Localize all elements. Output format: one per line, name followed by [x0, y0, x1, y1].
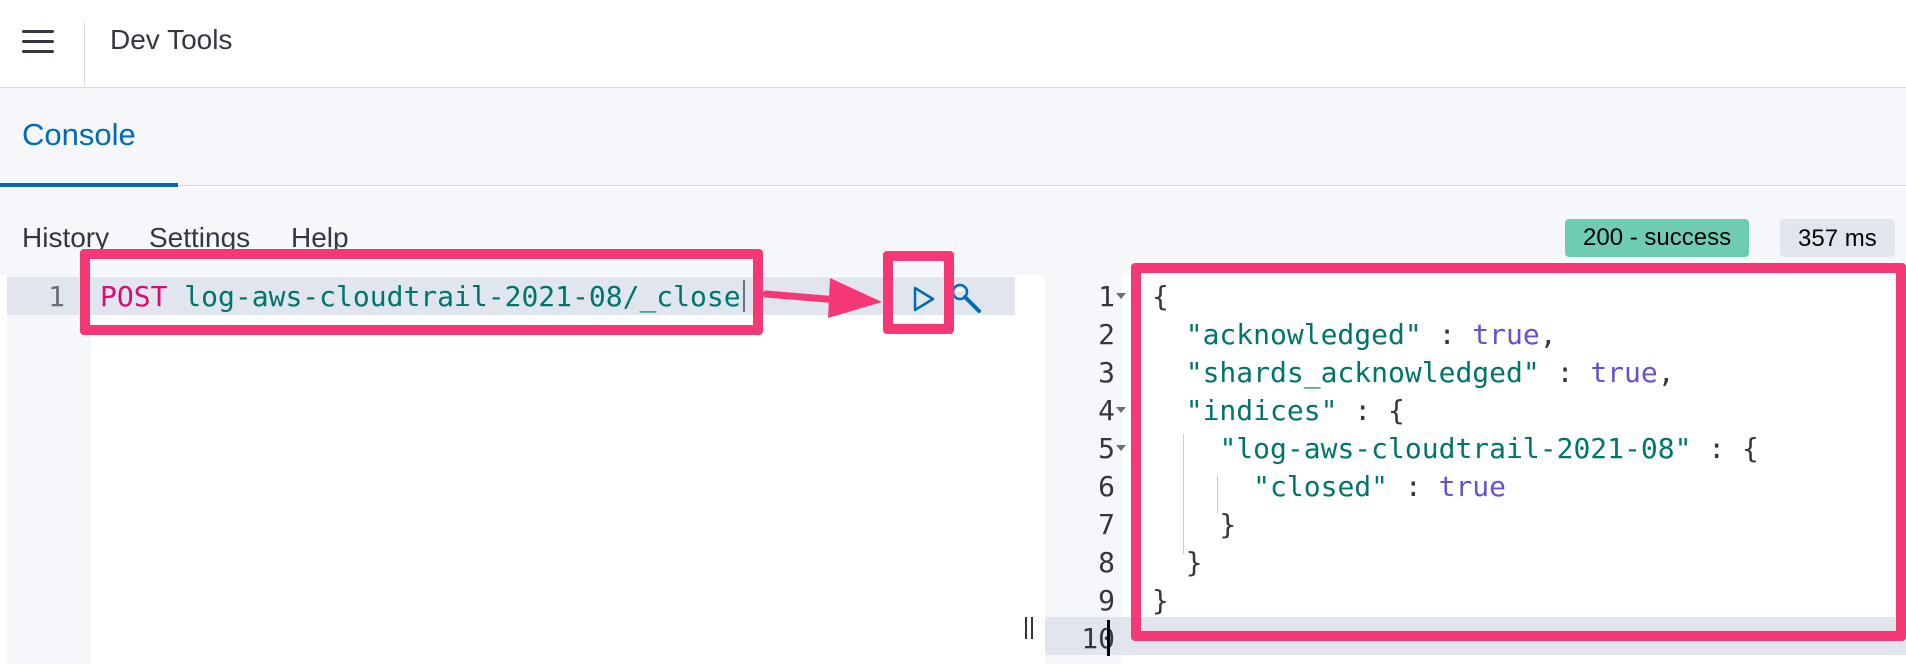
json-post: ,	[1539, 318, 1557, 351]
json-key: "indices"	[1185, 394, 1338, 427]
response-line: 5 "log-aws-cloudtrail-2021-08" : {	[1045, 429, 1906, 467]
response-line: 8 }	[1045, 543, 1906, 581]
console-toolbar: History Settings Help 200 - success 357 …	[0, 187, 1906, 275]
request-method: POST	[100, 280, 168, 313]
output-line-number: 10	[1081, 622, 1115, 655]
output-line-number: 3	[1098, 356, 1115, 389]
output-line-number: 8	[1098, 546, 1115, 579]
editor-gutter	[7, 275, 91, 664]
json-pre	[1152, 356, 1186, 389]
response-line: 2 "acknowledged" : true,	[1045, 315, 1906, 353]
settings-link[interactable]: Settings	[149, 222, 251, 253]
output-line-number: 1	[1098, 280, 1115, 313]
resize-handle-icon	[1023, 617, 1035, 639]
response-line: 4 "indices" : {	[1045, 391, 1906, 429]
json-key: "log-aws-cloudtrail-2021-08"	[1219, 432, 1692, 465]
output-line-number: 7	[1098, 508, 1115, 541]
play-icon[interactable]	[905, 282, 941, 316]
json-post: ,	[1657, 356, 1675, 389]
json-pre	[1152, 470, 1253, 503]
json-val: true	[1438, 470, 1507, 503]
json-mid: : {	[1337, 394, 1405, 427]
json-key: "closed"	[1253, 470, 1389, 503]
response-line-text: }	[1152, 508, 1236, 541]
tab-bar: Console	[0, 89, 1906, 187]
response-line-text: }	[1152, 584, 1169, 617]
request-editor[interactable]: 1 POST log-aws-cloudtrail-2021-08/_close	[0, 275, 1015, 664]
hamburger-menu-icon[interactable]	[16, 22, 60, 62]
header-divider	[84, 22, 85, 86]
json-key: "shards_acknowledged"	[1185, 356, 1540, 389]
json-pre: {	[1152, 280, 1169, 313]
help-link[interactable]: Help	[291, 222, 349, 253]
json-pre: }	[1152, 584, 1169, 617]
wrench-icon[interactable]	[948, 281, 984, 317]
output-gutter	[1045, 275, 1122, 664]
response-line-text: {	[1152, 280, 1169, 313]
response-line: 9}	[1045, 581, 1906, 619]
annotation-arrow-icon	[762, 278, 882, 318]
indent-guide	[1217, 475, 1218, 513]
response-line-text: "acknowledged" : true,	[1152, 318, 1557, 351]
output-line-number: 9	[1098, 584, 1115, 617]
indent-guide	[1183, 434, 1184, 554]
tab-console[interactable]: Console	[0, 89, 178, 187]
response-line-text: }	[1152, 546, 1203, 579]
editor-line-number: 1	[48, 280, 65, 313]
request-line[interactable]: POST log-aws-cloudtrail-2021-08/_close	[100, 280, 745, 313]
response-line: 3 "shards_acknowledged" : true,	[1045, 353, 1906, 391]
json-pre	[1152, 394, 1186, 427]
json-pre: }	[1152, 508, 1237, 541]
page-title: Dev Tools	[110, 24, 233, 55]
json-key: "acknowledged"	[1185, 318, 1422, 351]
json-pre	[1152, 318, 1186, 351]
status-badge: 200 - success	[1565, 219, 1750, 257]
json-mid: :	[1421, 318, 1473, 351]
json-mid: :	[1539, 356, 1591, 389]
request-time-badge: 357 ms	[1780, 219, 1895, 257]
response-line: 10	[1045, 619, 1906, 657]
response-line: 6 "closed" : true	[1045, 467, 1906, 505]
history-link[interactable]: History	[22, 222, 110, 253]
response-line-text: "shards_acknowledged" : true,	[1152, 356, 1675, 389]
json-mid: : {	[1691, 432, 1759, 465]
response-line: 1{	[1045, 277, 1906, 315]
output-line-number: 2	[1098, 318, 1115, 351]
response-line-text: "log-aws-cloudtrail-2021-08" : {	[1152, 432, 1759, 465]
response-line: 7 }	[1045, 505, 1906, 543]
response-line-text: "indices" : {	[1152, 394, 1405, 427]
json-val: true	[1472, 318, 1540, 351]
json-pre: }	[1152, 546, 1203, 579]
output-line-number: 5	[1098, 432, 1115, 465]
top-header: Dev Tools	[0, 0, 1906, 88]
request-path: log-aws-cloudtrail-2021-08/_close	[184, 280, 741, 313]
output-line-number: 6	[1098, 470, 1115, 503]
json-mid: :	[1388, 470, 1439, 503]
fold-arrow-icon[interactable]	[1116, 445, 1126, 451]
fold-arrow-icon[interactable]	[1116, 407, 1126, 413]
fold-arrow-icon[interactable]	[1116, 293, 1126, 299]
tab-console-label: Console	[22, 117, 136, 152]
response-line-text: "closed" : true	[1152, 470, 1506, 503]
pane-resizer[interactable]	[1015, 275, 1045, 664]
json-pre	[1152, 432, 1219, 465]
response-output[interactable]: 1{2 "acknowledged" : true,3 "shards_ackn…	[1045, 275, 1906, 664]
output-cursor	[1107, 620, 1110, 656]
json-val: true	[1590, 356, 1658, 389]
output-line-number: 4	[1098, 394, 1115, 427]
text-cursor	[742, 280, 745, 312]
active-tab-indicator	[0, 183, 178, 187]
